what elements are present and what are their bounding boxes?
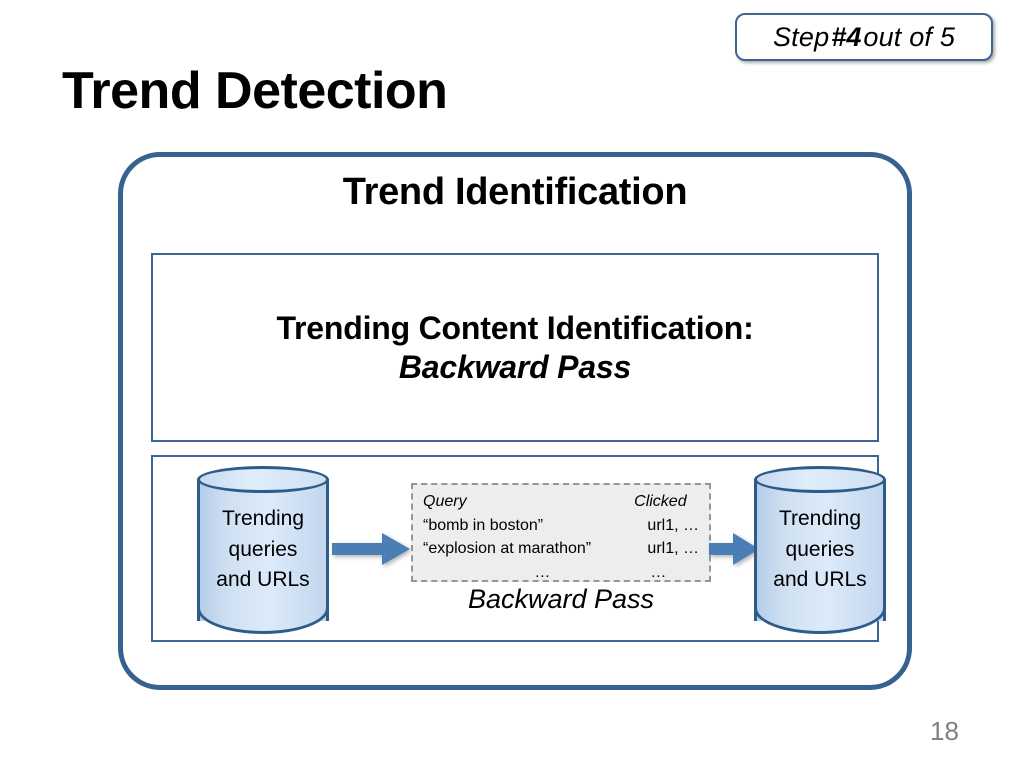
target-datastore-line-1: Trending xyxy=(778,507,862,531)
target-datastore-label: Trending queries and URLs xyxy=(754,466,886,634)
query-click-table: Query Clicked “bomb in boston” url1, … “… xyxy=(423,490,699,585)
table-header-row: Query Clicked xyxy=(423,490,699,514)
table-row: “bomb in boston” url1, … xyxy=(423,514,699,538)
arrow-right-icon xyxy=(709,533,759,565)
trend-identification-container: Trend Identification Trending Content Id… xyxy=(118,152,912,690)
section-header: Trend Identification xyxy=(342,171,688,213)
table-row: “explosion at marathon” url1, … xyxy=(423,537,699,561)
page-title: Trend Detection xyxy=(62,62,448,120)
cylinder-top-ellipse xyxy=(197,466,329,493)
cylinder-body xyxy=(197,479,329,621)
pass-label: Backward Pass xyxy=(467,584,655,614)
column-header-clicked: Clicked xyxy=(634,493,687,510)
query-click-log-box: Query Clicked “bomb in boston” url1, … “… xyxy=(411,483,711,582)
source-datastore-line-1: Trending xyxy=(221,507,305,531)
step-prefix-label: Step xyxy=(772,21,830,52)
target-datastore-line-2: queries xyxy=(785,537,855,561)
cell-clicked: url1, … xyxy=(647,540,699,558)
cylinder-body xyxy=(754,479,886,621)
target-datastore-line-3: and URLs xyxy=(773,568,867,592)
arrow-right-icon-output xyxy=(709,531,759,567)
source-datastore-line-3: and URLs xyxy=(216,568,310,592)
step-suffix-label: out of 5 xyxy=(863,21,956,52)
description-line-2: Backward Pass xyxy=(398,348,632,385)
source-datastore-cylinder: Trending queries and URLs xyxy=(197,466,329,634)
cell-query: “bomb in boston” xyxy=(423,516,544,534)
cell-clicked: … xyxy=(650,564,667,582)
page-number: 18 xyxy=(930,716,959,746)
target-datastore-cylinder: Trending queries and URLs xyxy=(754,466,886,634)
table-row: … … xyxy=(423,561,699,585)
cell-query: “explosion at marathon” xyxy=(423,540,592,558)
step-indicator-badge: Step #4 out of 5 xyxy=(735,13,993,61)
cell-query: … xyxy=(534,564,551,582)
description-panel: Trending Content Identification: Backwar… xyxy=(151,253,879,442)
column-header-query: Query xyxy=(423,493,467,510)
source-datastore-label: Trending queries and URLs xyxy=(197,466,329,634)
source-datastore-line-2: queries xyxy=(228,537,298,561)
arrow-right-icon-input xyxy=(332,531,410,567)
cylinder-top-ellipse xyxy=(754,466,886,493)
cell-clicked: url1, … xyxy=(647,516,699,534)
description-line-1: Trending Content Identification: xyxy=(276,309,754,346)
step-number: #4 xyxy=(831,21,862,52)
arrow-right-icon xyxy=(332,533,410,565)
flow-diagram-panel: Trending queries and URLs Query Clicked … xyxy=(151,455,886,642)
